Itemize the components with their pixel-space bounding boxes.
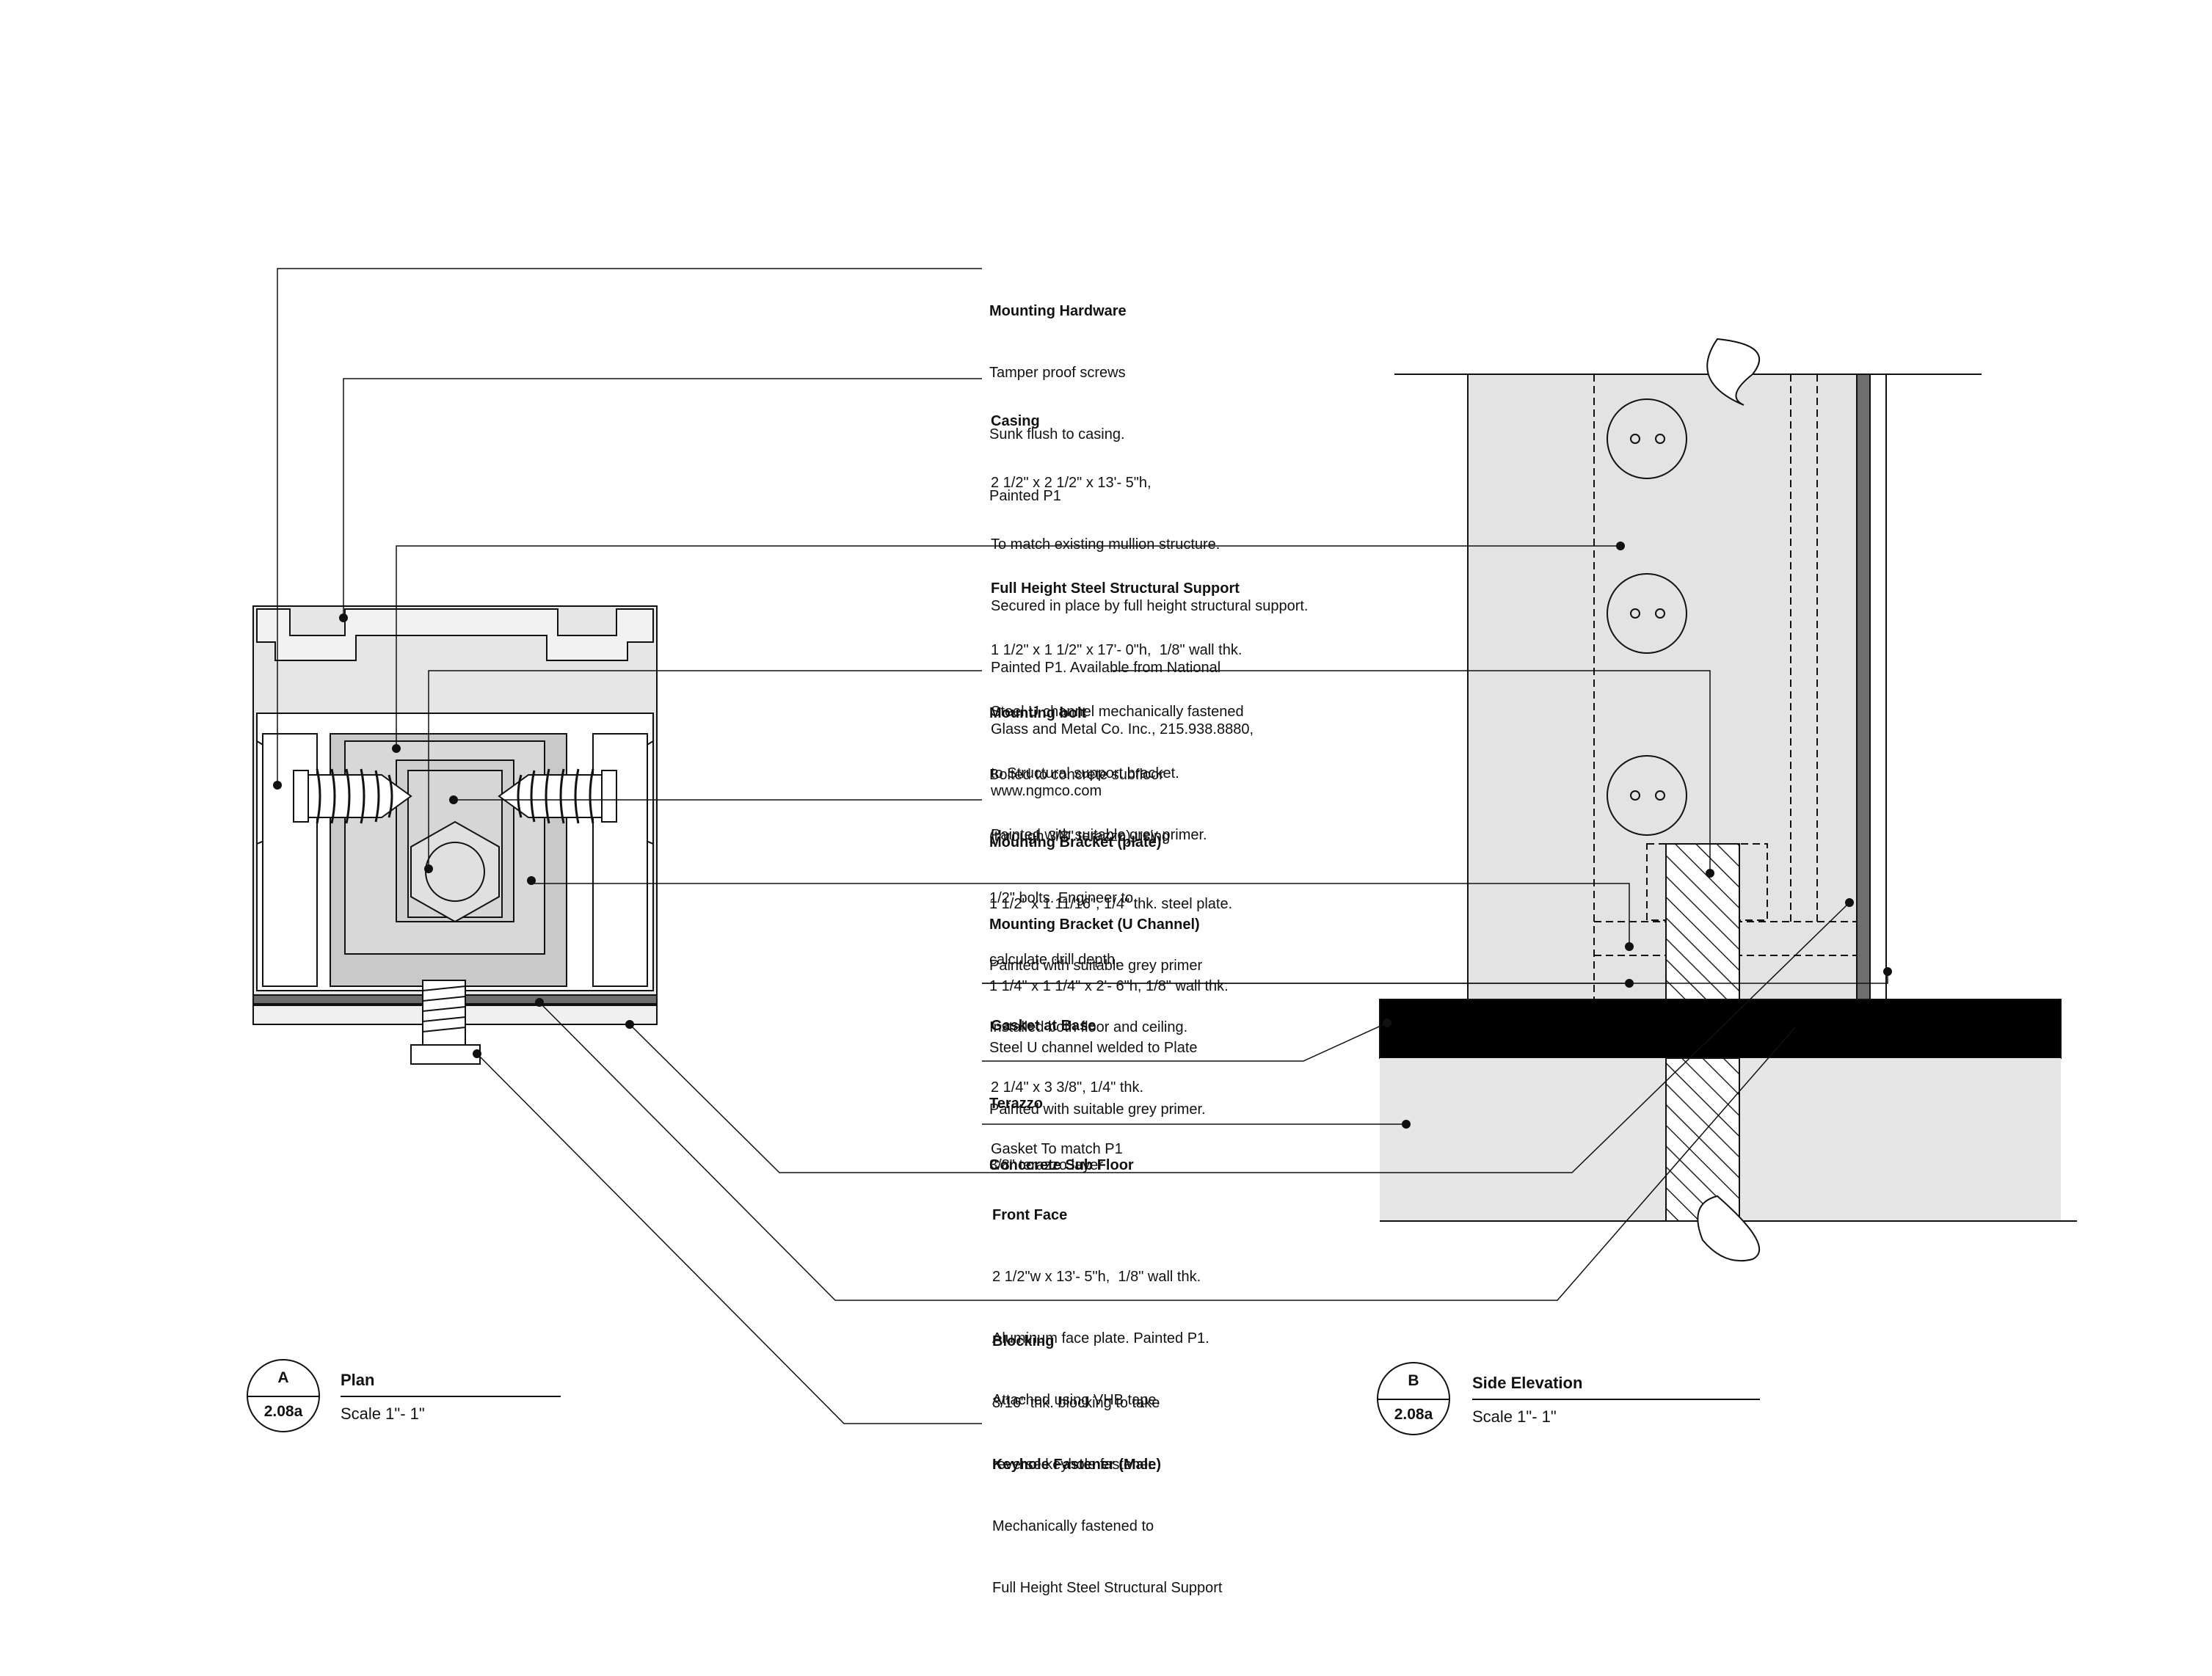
plan-bolt xyxy=(425,842,485,902)
elev-keyhole-holes xyxy=(1607,398,1687,836)
callout-keyhole: Keyhole Fastener (Male) xyxy=(992,1413,1161,1495)
callout-steel-support: Full Height Steel Structural Support 1 1… xyxy=(991,537,1244,866)
callout-line: Sunk flush to casing. xyxy=(989,426,1125,442)
view-title-elevation: Side Elevation xyxy=(1472,1374,1583,1392)
view-tag-plan: A 2.08a xyxy=(247,1359,320,1432)
callout-gasket: Gasket at Base 2 1/4" x 3 3/8", 1/4" thk… xyxy=(991,974,1143,1180)
callout-blocking: Blocking 3/16" thk. blocking to take rev… xyxy=(992,1290,1223,1619)
view-rule-plan xyxy=(341,1396,561,1397)
callout-line: 3/8" terazzo layer xyxy=(989,1157,1103,1173)
view-sheet: 2.08a xyxy=(1394,1406,1433,1423)
elevation-view xyxy=(1379,338,2077,1262)
callout-bracket-channel: Mounting Bracket (U Channel) 1 1/4" x 1 … xyxy=(989,873,1229,1140)
plan-casing-top-slots xyxy=(256,608,654,661)
leader-dots xyxy=(273,542,1892,1129)
callout-line: Bolted to concrete subfloor xyxy=(989,767,1164,783)
callout-line: Aluminum face plate. Painted P1. xyxy=(992,1330,1209,1347)
callout-line: 1/2" bolts. Engineer to xyxy=(989,890,1134,906)
callout-line: Steel U channel welded to Plate xyxy=(989,1040,1198,1056)
view-letter: A xyxy=(277,1369,289,1386)
callout-title: Mounting bolt xyxy=(989,705,1087,721)
callout-line: Gasket To match P1 xyxy=(991,1141,1123,1157)
callout-line: Painted P1. Available from National xyxy=(991,660,1221,676)
callout-title: Gasket at Base xyxy=(991,1018,1096,1034)
plan-right-screw xyxy=(498,768,617,824)
callout-title: Terazzo xyxy=(989,1096,1043,1112)
callout-line: Painted P1 xyxy=(989,488,1061,504)
callout-bracket-plate: Mounting Bracket (plate) 1 1/2" x 1 11/1… xyxy=(989,791,1232,1058)
callout-line: Painted with suitable grey primer xyxy=(989,958,1203,974)
callout-line: reverse keyhole fastener. xyxy=(992,1457,1157,1473)
callout-title: Full Height Steel Structural Support xyxy=(991,580,1240,597)
callout-mounting-bolt: Mounting bolt Bolted to concrete subfloo… xyxy=(989,662,1170,991)
callout-line: Tamper proof screws xyxy=(989,365,1126,381)
callout-line: 2 1/2"w x 13'- 5"h, 1/8" wall thk. xyxy=(992,1269,1201,1285)
view-scale-plan: Scale 1"- 1" xyxy=(341,1404,425,1423)
callout-line: (through 3/8" terazzo) using xyxy=(989,828,1171,845)
plan-left-screw xyxy=(293,768,412,824)
elev-break-bottom xyxy=(1697,1195,1760,1262)
callout-line: 2 1/4" x 3 3/8", 1/4" thk. xyxy=(991,1079,1144,1096)
plan-keyhole-fastener xyxy=(422,980,466,1046)
view-rule-elevation xyxy=(1472,1399,1760,1400)
callout-mounting-hardware: Mounting Hardware Tamper proof screws Su… xyxy=(989,260,1127,527)
callout-title: Blocking xyxy=(992,1333,1055,1349)
callout-line: 1 1/4" x 1 1/4" x 2'- 6"h, 1/8" wall thk… xyxy=(989,978,1229,994)
callout-title: Keyhole Fastener (Male) xyxy=(992,1457,1162,1473)
callout-title: Mounting Bracket (plate) xyxy=(989,834,1162,850)
plan-right-block xyxy=(592,733,648,987)
callout-line: To match existing mullion structure. xyxy=(991,536,1220,553)
callout-line: 3/16" thk. blocking to take xyxy=(992,1395,1160,1411)
callout-terazzo: Terazzo 3/8" terazzo layer xyxy=(989,1052,1103,1196)
view-sheet: 2.08a xyxy=(263,1403,303,1420)
callout-line: Mechanically fastened to xyxy=(992,1518,1154,1534)
callout-line: Steel U channel mechanically fastened xyxy=(991,704,1244,720)
callout-line: to Structural support bracket. xyxy=(991,765,1179,781)
callout-line: 1 1/2" x 1 11/16", 1/4" thk. steel plate… xyxy=(989,896,1233,912)
callout-title: Mounting Bracket (U Channel) xyxy=(989,917,1200,933)
callout-line: Full Height Steel Structural Support xyxy=(992,1580,1223,1596)
callout-line: www.ngmco.com xyxy=(991,783,1102,799)
callout-line: Glass and Metal Co. Inc., 215.938.8880, xyxy=(991,721,1254,737)
callout-front-face: Front Face 2 1/2"w x 13'- 5"h, 1/8" wall… xyxy=(992,1164,1209,1431)
callout-line: Installed both floor and ceiling. xyxy=(989,1019,1188,1035)
plan-keyhole-head xyxy=(410,1044,481,1065)
callout-title: Conccrete Sub Floor xyxy=(989,1157,1134,1173)
callout-subfloor: Conccrete Sub Floor xyxy=(989,1114,1134,1196)
elev-gasket-strip xyxy=(1856,374,1871,1000)
callout-line: calculate drill depth. xyxy=(989,952,1119,968)
plan-view xyxy=(252,605,658,1065)
callout-line: Secured in place by full height structur… xyxy=(991,598,1309,614)
callout-line: Painted with suitable grey primer. xyxy=(989,1101,1206,1118)
callout-title: Front Face xyxy=(992,1207,1068,1223)
callout-line: 2 1/2" x 2 1/2" x 13'- 5"h, xyxy=(991,475,1152,491)
view-title-plan: Plan xyxy=(341,1371,375,1389)
callout-line: Attached using VHB tape. xyxy=(992,1392,1161,1408)
callout-line: 1 1/2" x 1 1/2" x 17'- 0"h, 1/8" wall th… xyxy=(991,642,1243,658)
view-letter: B xyxy=(1408,1372,1419,1389)
callout-title: Casing xyxy=(991,413,1040,429)
elev-break-top xyxy=(1706,338,1761,406)
callout-title: Mounting Hardware xyxy=(989,303,1127,319)
leader-lines xyxy=(277,268,1888,1424)
view-tag-elevation: B 2.08a xyxy=(1377,1362,1450,1435)
callout-casing: Casing 2 1/2" x 2 1/2" x 13'- 5"h, To ma… xyxy=(991,370,1308,822)
callout-line: Painted with suitable grey primer. xyxy=(991,827,1207,843)
view-scale-elevation: Scale 1"- 1" xyxy=(1472,1407,1557,1426)
